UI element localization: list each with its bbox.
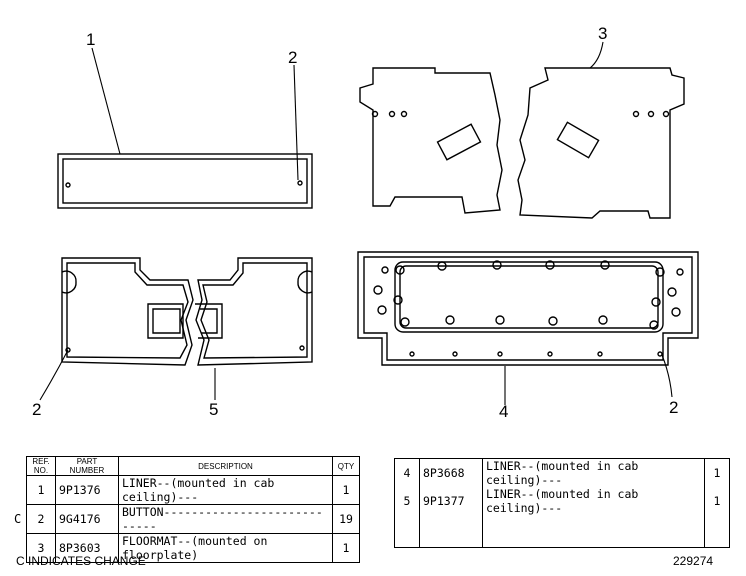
callout-3: 3 [598,24,608,43]
cell-ref: 2 [26,504,56,534]
cell-part: 9P1377 [419,487,483,515]
cell-qty: 1 [332,475,360,505]
parts-table-2: 4 8P3668 LINER--(mounted in cab ceiling)… [394,458,730,548]
callout-2b: 2 [32,400,42,419]
change-mark: C [14,512,22,526]
parts-table-1: REF. NO. PART NUMBER DESCRIPTION QTY 1 9… [26,456,360,563]
table-row: 1 9P1376 LINER--(mounted in cab ceiling)… [26,475,360,505]
change-note: C INDICATES CHANGE [16,554,146,568]
callout-5: 5 [209,400,219,419]
cell-qty: 1 [704,487,730,515]
cell-part: 9G4176 [55,504,119,534]
callout-2c: 2 [669,398,679,417]
part-1-liner [57,153,313,209]
callout-4: 4 [499,402,509,421]
cell-desc: LINER--(mounted in cab ceiling)--- [482,458,705,487]
cell-qty: 1 [332,533,360,563]
drawing-number: 229274 [673,554,714,568]
header-qty: QTY [332,456,360,476]
callout-1: 1 [86,30,96,49]
cell-desc: BUTTON---------------------------- [118,504,333,534]
cell-desc: LINER--(mounted in cab ceiling)--- [482,487,705,515]
callout-2a: 2 [288,48,298,67]
cell-ref: 5 [394,487,420,515]
table-row-empty [394,515,730,548]
leader-lines [39,41,673,405]
cell-ref: 1 [26,475,56,505]
table-row: 4 8P3668 LINER--(mounted in cab ceiling)… [394,458,730,487]
table-row: 5 9P1377 LINER--(mounted in cab ceiling)… [394,487,730,515]
table-row: 3 8P3603 FLOORMAT--(mounted on floorplat… [26,533,360,563]
header-ref: REF. NO. [26,456,56,476]
cell-part: 8P3668 [419,458,483,487]
part-4-liner [357,251,699,366]
part-3-floormat [359,67,685,219]
part-5-liner [61,257,313,366]
header-desc: DESCRIPTION [118,456,333,476]
table-row: 2 9G4176 BUTTON-------------------------… [26,504,360,534]
cell-desc: LINER--(mounted in cab ceiling)--- [118,475,333,505]
cell-qty: 19 [332,504,360,534]
cell-part: 8P3603 [55,533,119,563]
cell-part: 9P1376 [55,475,119,505]
cell-qty: 1 [704,458,730,487]
cell-desc: FLOORMAT--(mounted on floorplate) [118,533,333,563]
parts-drawing [39,41,699,405]
header-part: PART NUMBER [55,456,119,476]
table-header: REF. NO. PART NUMBER DESCRIPTION QTY [26,456,360,476]
cell-ref: 4 [394,458,420,487]
